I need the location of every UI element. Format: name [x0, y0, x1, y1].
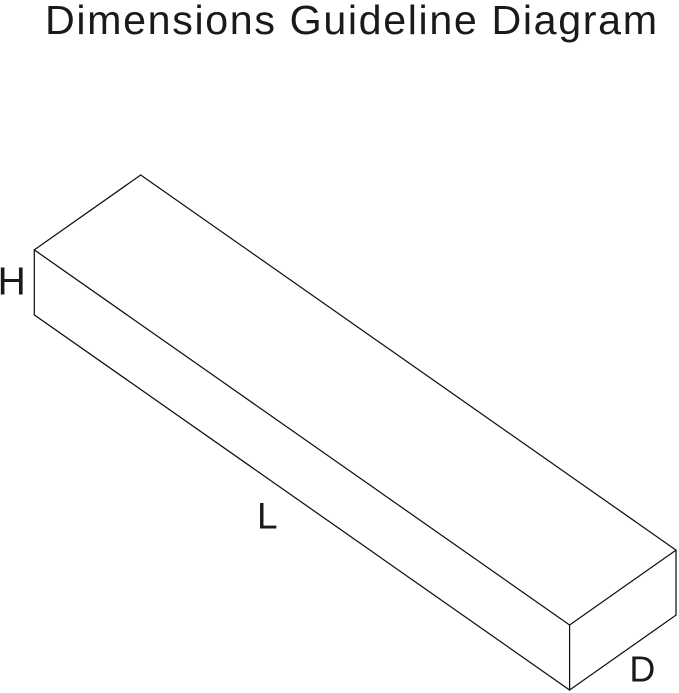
svg-text:H: H: [0, 261, 26, 304]
svg-text:Dimensions Guideline Diagram: Dimensions Guideline Diagram: [45, 0, 657, 43]
svg-text:D: D: [629, 649, 655, 689]
svg-text:L: L: [257, 495, 278, 536]
